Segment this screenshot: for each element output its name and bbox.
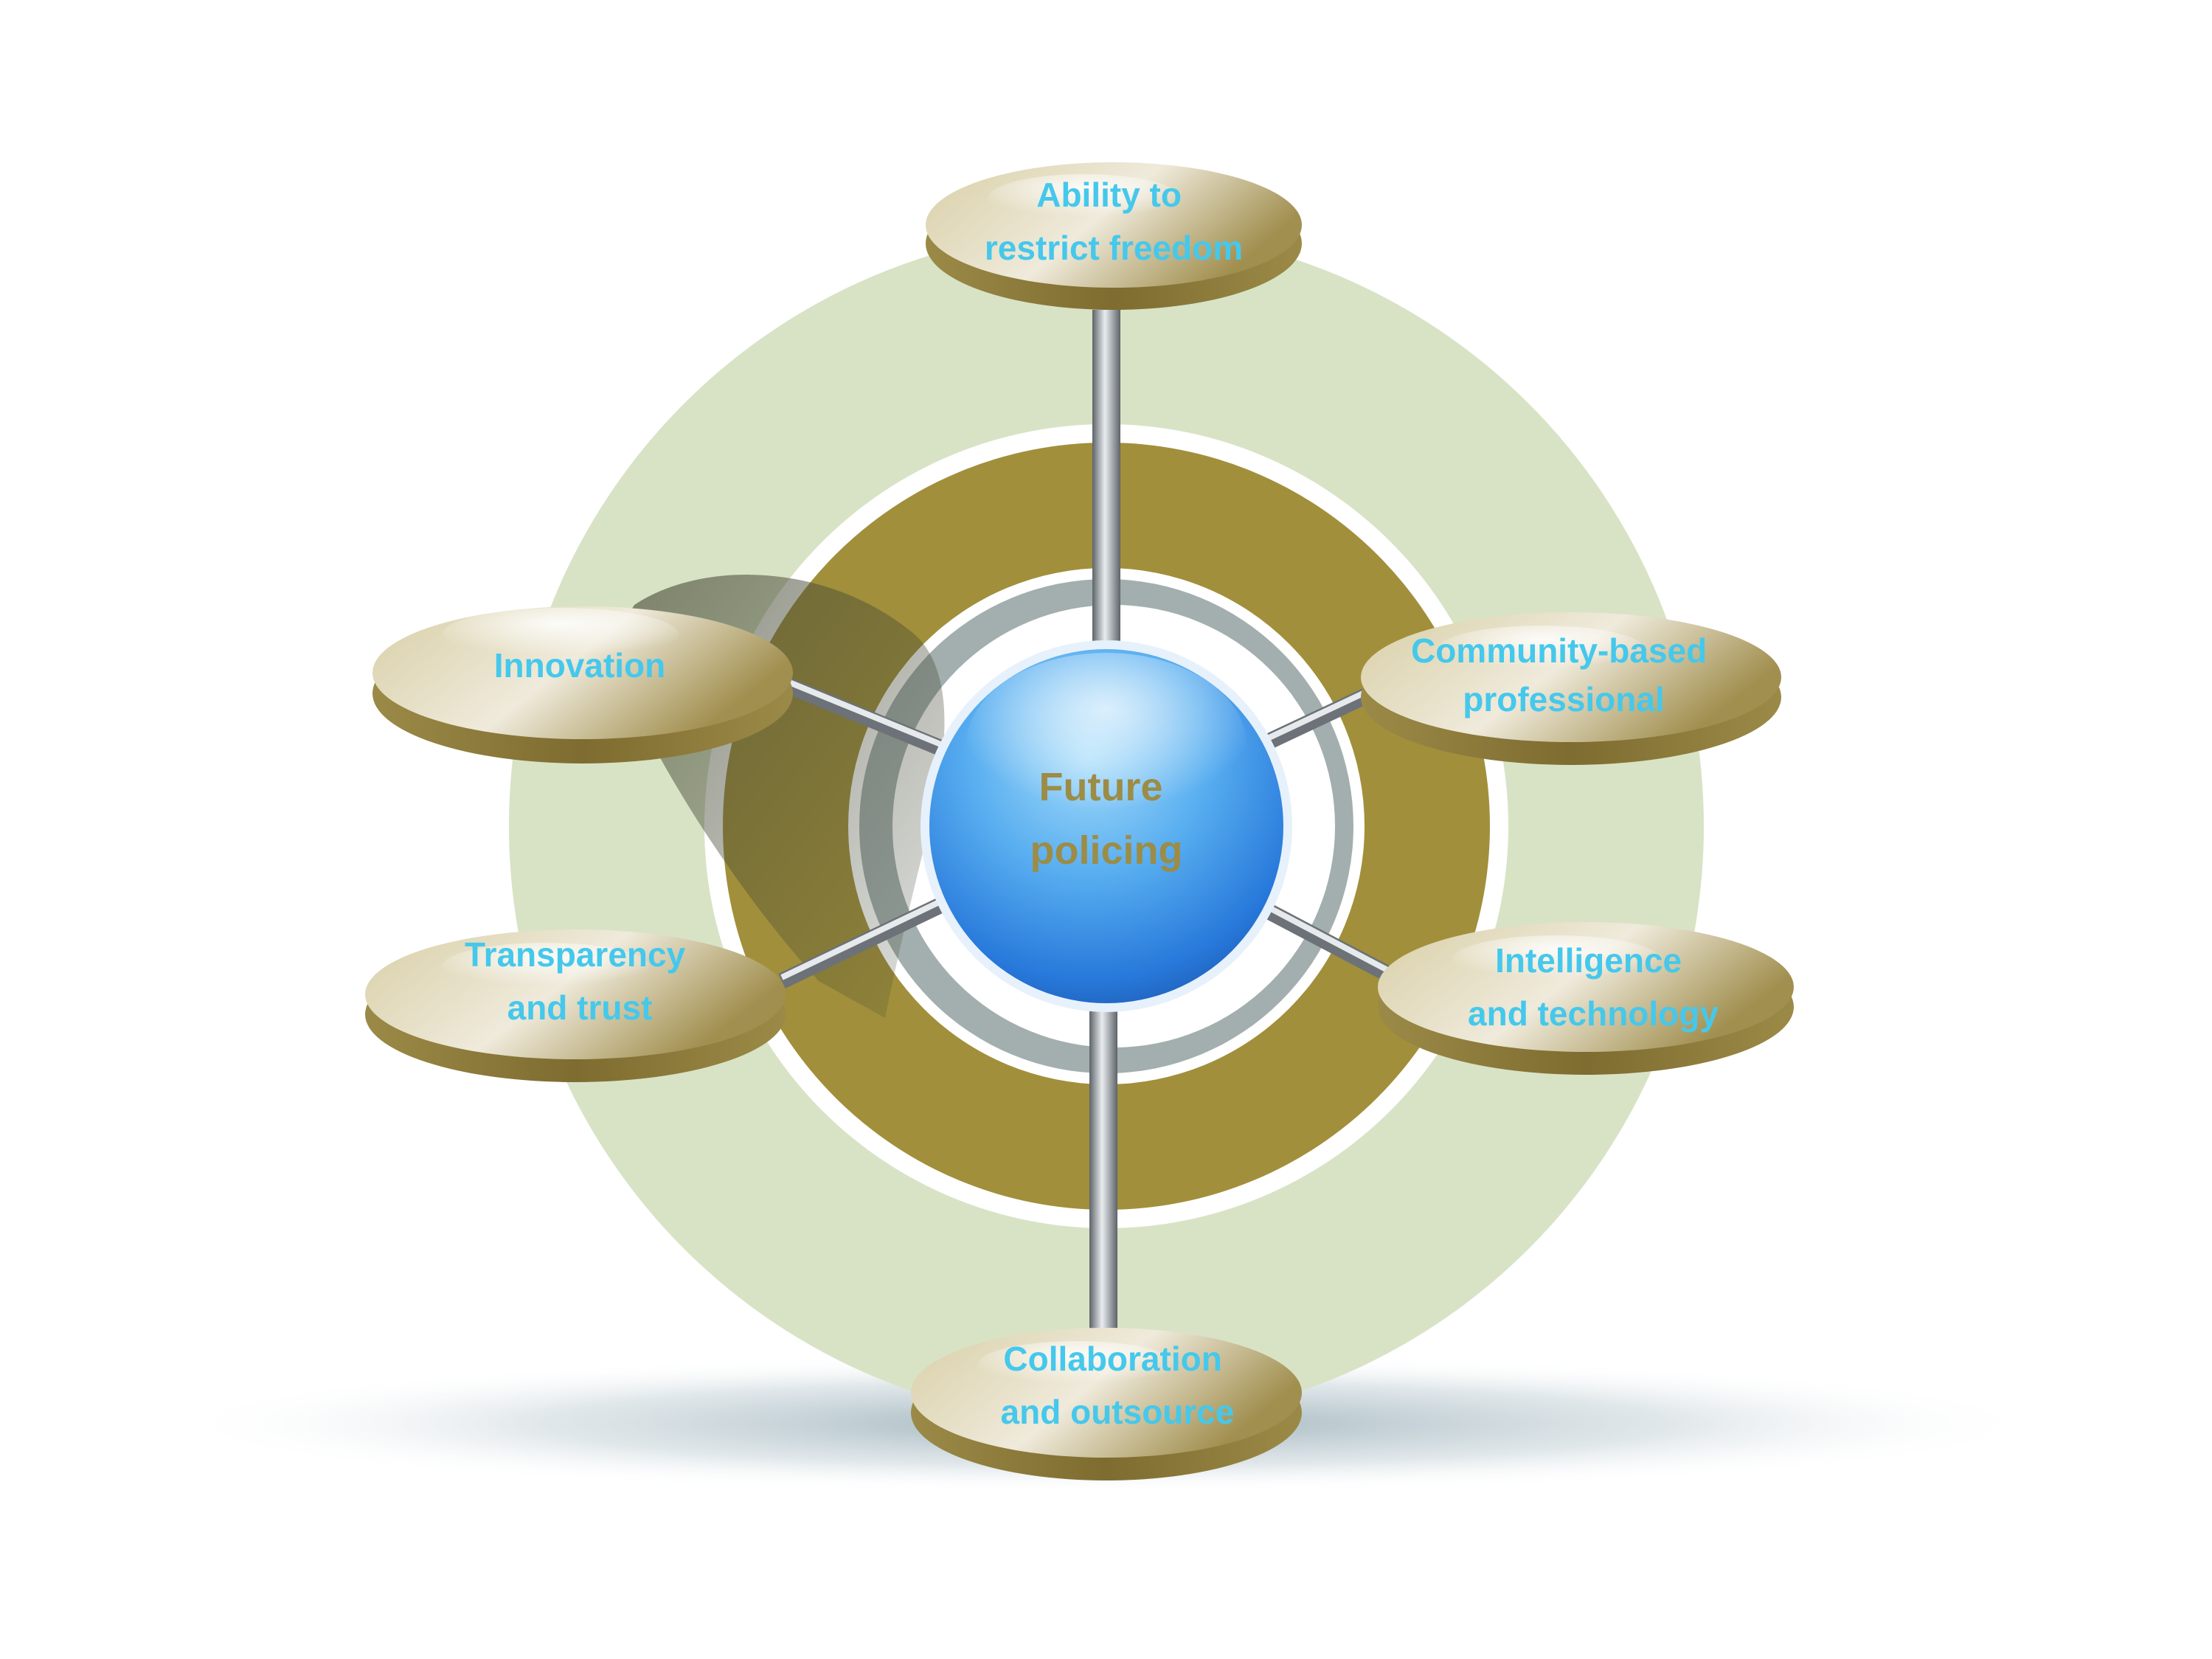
node-community-line-2: professional — [1463, 680, 1665, 718]
hub-title: Future policing — [1030, 765, 1183, 873]
node-transparency-label: Transparency and trust — [465, 935, 695, 1027]
node-collaboration-gloss — [977, 1341, 1176, 1388]
node-community-line-1: Community-based — [1411, 631, 1707, 670]
node-innovation-gloss — [443, 608, 679, 661]
rod-upper-left — [786, 678, 955, 761]
rod-top — [1092, 310, 1120, 657]
node-transparency-line-1: Transparency — [465, 935, 686, 974]
node-ability: Ability to restrict freedom — [926, 162, 1302, 310]
hub-title-line-2: policing — [1030, 828, 1183, 873]
node-innovation: Innovation — [372, 606, 793, 763]
node-ability-line-2: restrict freedom — [985, 229, 1243, 267]
node-community: Community-based professional — [1361, 612, 1781, 765]
node-ability-label: Ability to restrict freedom — [985, 176, 1243, 267]
node-transparency-line-2: and trust — [507, 988, 653, 1027]
rod-lower-right — [1257, 900, 1406, 988]
node-collaboration: Collaboration and outsource — [911, 1328, 1302, 1480]
node-innovation-line-1: Innovation — [494, 646, 666, 685]
node-community-gloss — [1438, 626, 1645, 673]
node-intelligence-line-1: Intelligence — [1495, 941, 1682, 980]
node-transparency-gloss — [443, 943, 649, 990]
node-collaboration-line-2: and outsource — [1001, 1393, 1235, 1431]
node-intelligence-label: Intelligence and technology — [1468, 941, 1719, 1033]
node-collaboration-label: Collaboration and outsource — [1001, 1340, 1235, 1431]
connector-rods — [778, 310, 1406, 1335]
hub-sphere: Future policing — [920, 640, 1292, 1012]
node-ability-line-1: Ability to — [1036, 176, 1182, 214]
node-community-label: Community-based professional — [1411, 631, 1716, 718]
rod-upper-left-shine — [788, 679, 953, 752]
rod-lower-left — [778, 893, 955, 988]
node-collaboration-line-1: Collaboration — [1003, 1340, 1221, 1378]
node-innovation-label: Innovation — [494, 646, 666, 685]
hub-title-line-1: Future — [1039, 765, 1162, 809]
node-transparency: Transparency and trust — [365, 929, 786, 1082]
node-intelligence-gloss — [1453, 935, 1660, 983]
rod-lower-left-shine — [780, 893, 953, 980]
hub-sphere-highlight — [966, 653, 1247, 837]
node-intelligence-line-2: and technology — [1468, 994, 1719, 1033]
node-intelligence: Intelligence and technology — [1378, 922, 1794, 1075]
rod-lower-right-shine — [1260, 901, 1403, 980]
node-ability-gloss — [988, 174, 1180, 221]
rod-bottom — [1089, 988, 1117, 1335]
